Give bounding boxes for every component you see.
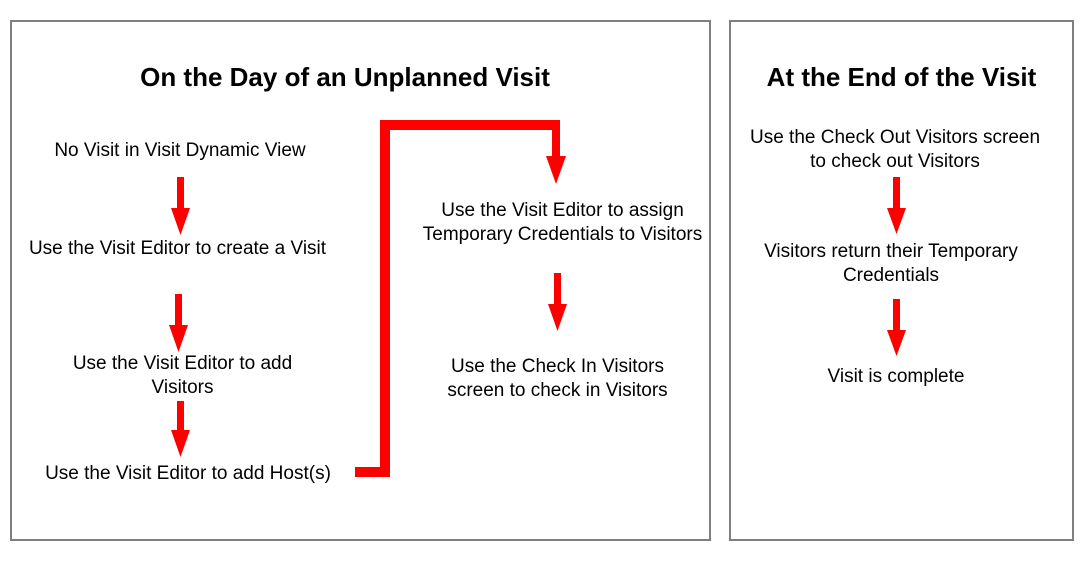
step-return-credentials: Visitors return their Temporary Credenti… [764, 241, 1018, 286]
end-of-visit-panel [729, 20, 1074, 541]
unplanned-visit-title: On the Day of an Unplanned Visit [140, 62, 550, 92]
step-visit-complete: Visit is complete [827, 366, 965, 387]
step-check-in: Use the Check In Visitors screen to chec… [447, 356, 668, 401]
unplanned-visit-panel [10, 20, 711, 541]
step-add-hosts: Use the Visit Editor to add Host(s) [45, 463, 331, 484]
end-of-visit-title: At the End of the Visit [766, 62, 1037, 92]
step-add-visitors: Use the Visit Editor to add Visitors [72, 353, 293, 398]
step-check-out: Use the Check Out Visitors screen to che… [749, 127, 1041, 172]
step-no-visit: No Visit in Visit Dynamic View [54, 140, 306, 161]
step-assign-credentials: Use the Visit Editor to assign Temporary… [422, 200, 703, 245]
step-create-visit: Use the Visit Editor to create a Visit [28, 238, 327, 259]
